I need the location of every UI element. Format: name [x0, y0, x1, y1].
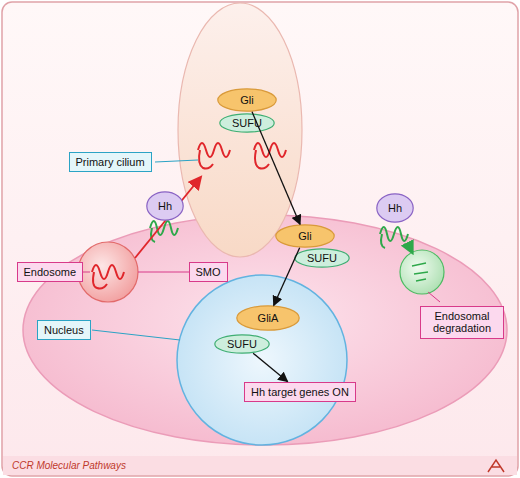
smo-translocation-arrow — [135, 178, 200, 258]
node-text: Hh target genes ON — [251, 386, 349, 399]
node-text: Endosome — [24, 266, 77, 279]
node-text: Gli — [240, 94, 253, 107]
ptch-hh-complex — [150, 221, 178, 242]
process-box: Hh target genes ON — [244, 382, 356, 403]
ellipse-shape — [147, 192, 183, 220]
node-text: Hh — [158, 200, 172, 213]
hh-ligand: Hh — [146, 191, 184, 221]
degradation-arrow — [404, 244, 412, 252]
callout-label: Endosomal degradation — [420, 306, 504, 339]
nucleus — [177, 275, 347, 445]
ellipse-shape — [377, 194, 413, 222]
ellipse-shape — [276, 225, 334, 247]
node-text: SUFU — [307, 252, 337, 265]
ptch-receptor — [198, 143, 230, 169]
sufu-protein: SUFU — [294, 248, 350, 268]
pathway-arrow — [253, 353, 287, 381]
endosome — [78, 242, 138, 302]
sufu-protein: SUFU — [219, 113, 275, 133]
leader-line — [428, 292, 440, 302]
footer-label: CCR Molecular Pathways — [12, 460, 126, 471]
callout-label: Endosome — [17, 262, 84, 283]
publisher-logo — [488, 460, 504, 472]
node-text: Endosomal degradation — [427, 310, 497, 335]
node-text: Gli — [298, 230, 311, 243]
node-text: SMO — [196, 266, 221, 279]
node-text: Hh — [388, 202, 402, 215]
footer-band — [3, 456, 517, 475]
ellipse-shape — [295, 249, 349, 267]
node-text: Nucleus — [44, 324, 84, 337]
hh-ligand: Hh — [376, 193, 414, 223]
node-text: Primary cilium — [76, 156, 145, 169]
ptch-receptor — [254, 143, 286, 169]
degraded-fragments — [412, 263, 428, 281]
node-text: GliA — [258, 312, 279, 325]
ellipse-shape — [218, 89, 276, 111]
degradation-endosome — [400, 250, 444, 294]
leader-line — [138, 272, 190, 273]
leader-line — [82, 272, 90, 273]
callout-label: Primary cilium — [69, 152, 152, 173]
gli-protein: Gli — [217, 88, 277, 112]
cell-body — [23, 215, 507, 445]
callout-label: Nucleus — [37, 320, 91, 341]
node-text: SUFU — [227, 338, 257, 351]
gli-activator: GliA — [236, 305, 300, 331]
leader-line — [92, 330, 180, 340]
sufu-protein: SUFU — [214, 334, 270, 354]
leader-line — [155, 160, 198, 162]
node-text: SUFU — [232, 117, 262, 130]
ellipse-shape — [220, 114, 274, 132]
primary-cilium — [178, 3, 302, 257]
ellipse-shape — [237, 306, 299, 330]
process-box: SMO — [189, 262, 228, 283]
gli-protein: Gli — [275, 224, 335, 248]
ellipse-shape — [215, 335, 269, 353]
smo-receptor — [92, 265, 124, 289]
